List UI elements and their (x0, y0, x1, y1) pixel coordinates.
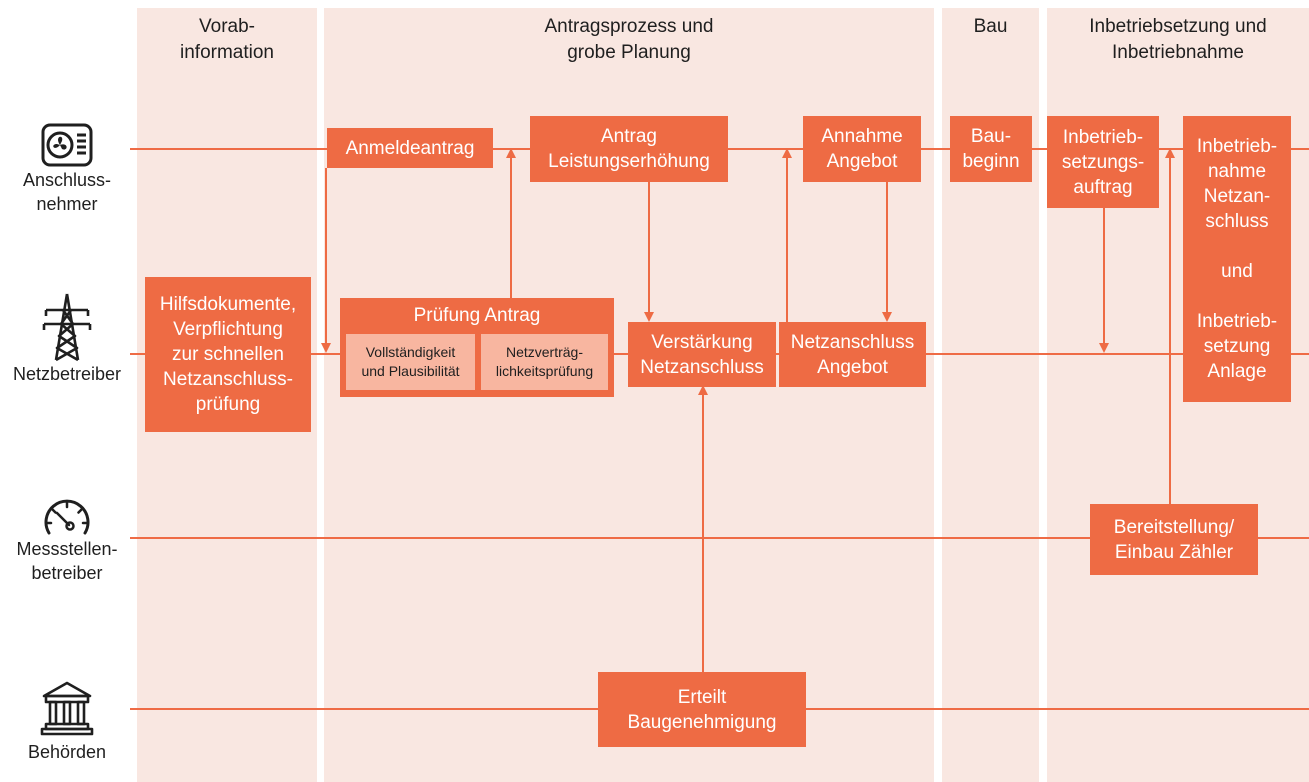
pruefung-antrag-title: Prüfung Antrag (413, 305, 541, 326)
actor-anschlussnehmer: Anschluss- nehmer (0, 122, 134, 216)
phase-title: Inbetriebsetzung und Inbetriebnahme (1089, 16, 1267, 63)
step-inbetriebsetzungsauftrag: Inbetrieb- setzungs- auftrag (1047, 116, 1159, 208)
step-bereitstellung-zaehler: Bereitstellung/ Einbau Zähler (1090, 504, 1258, 575)
actor-netzbetreiber: Netzbetreiber (0, 292, 134, 386)
actor-label: Anschluss- nehmer (22, 170, 112, 214)
step-baubeginn: Bau- beginn (950, 116, 1032, 182)
phase-title: Antragsprozess und grobe Planung (544, 16, 714, 63)
substep-vollstaendigkeit: Vollständigkeit und Plausibilität (346, 334, 475, 390)
actor-messstellenbetreiber: Messstellen- betreiber (0, 497, 134, 585)
step-annahme-angebot: Annahme Angebot (803, 116, 921, 182)
meter-gauge-icon (44, 499, 90, 535)
lane-messstellenbetreiber (130, 537, 1309, 539)
step-hilfsdokumente: Hilfsdokumente, Verpflichtung zur schnel… (145, 277, 311, 432)
heat-pump-icon (41, 123, 93, 167)
actor-label: Messstellen- betreiber (16, 539, 118, 583)
substep-netzvertraeglichkeit: Netzverträg- lichkeitsprüfung (481, 334, 608, 390)
step-verstaerkung-netzanschluss: Verstärkung Netzanschluss (628, 322, 776, 387)
step-inbetriebnahme: Inbetrieb- nahme Netzan- schluss und Inb… (1183, 116, 1291, 402)
step-pruefung-antrag: Prüfung Antrag Vollständigkeit und Plaus… (340, 298, 614, 397)
step-antrag-leistungserhoehung: Antrag Leistungserhöhung (530, 116, 728, 182)
government-building-icon (40, 681, 94, 736)
actor-label: Behörden (27, 742, 107, 762)
actor-behoerden: Behörden (0, 680, 134, 764)
actor-label: Netzbetreiber (12, 364, 122, 384)
step-anmeldeantrag: Anmeldeantrag (327, 128, 493, 168)
step-netzanschluss-angebot: Netzanschluss Angebot (779, 322, 926, 387)
step-baugenehmigung: Erteilt Baugenehmigung (598, 672, 806, 747)
phase-title: Vorab- information (180, 16, 274, 63)
power-pylon-icon (42, 293, 92, 362)
phase-title: Bau (973, 16, 1008, 37)
